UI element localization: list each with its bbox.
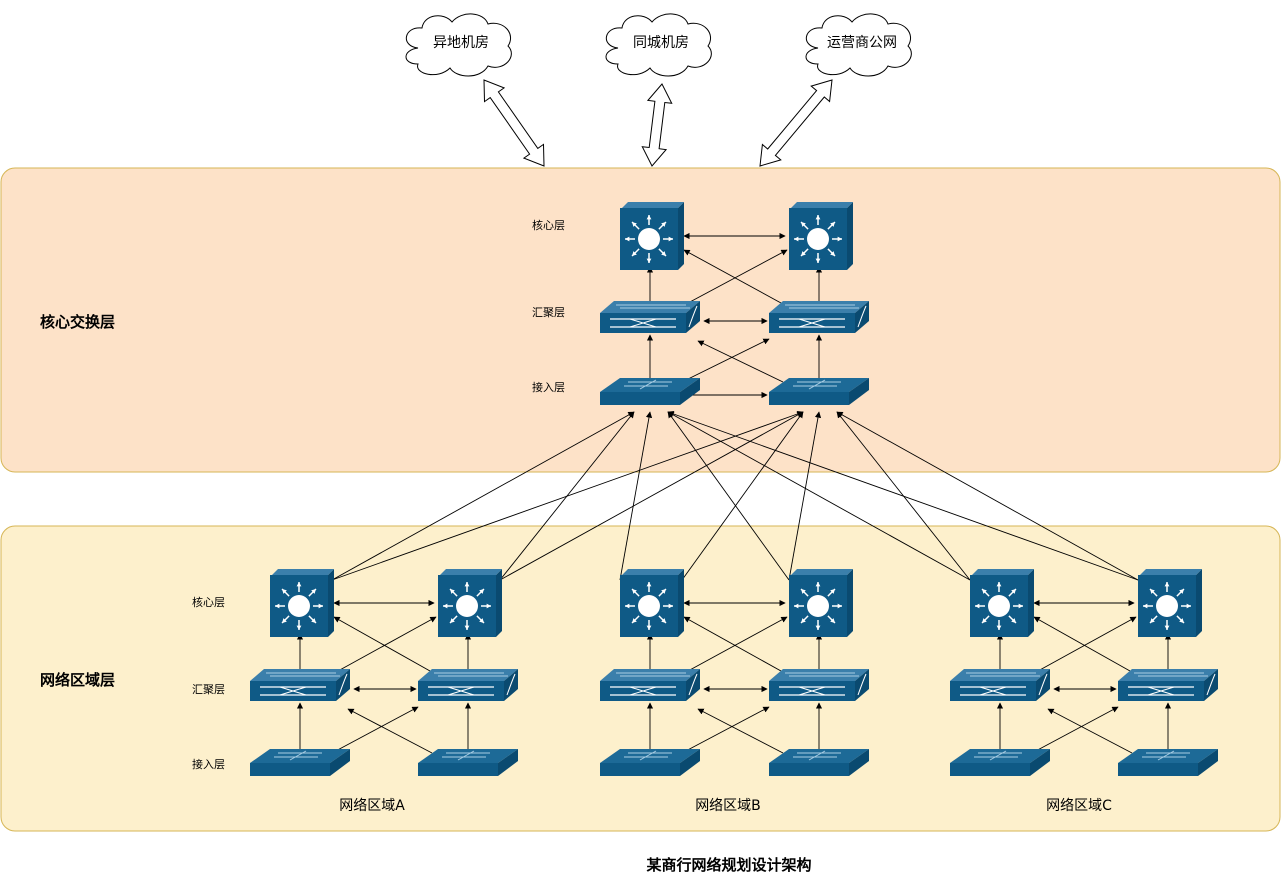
connection-line	[333, 616, 431, 672]
connection-line	[337, 616, 437, 672]
uplink-line	[667, 411, 971, 581]
uplink-line	[499, 411, 804, 581]
connection-line	[681, 338, 770, 383]
area-band-label: 网络区域层	[40, 671, 115, 689]
cloud-same-city-datacenter: 同城机房	[605, 13, 712, 77]
core-band-label: 核心交换层	[40, 313, 115, 331]
connection-line	[683, 616, 782, 672]
layer3-switch-icon	[789, 202, 853, 270]
tier-label-access: 接入层	[532, 381, 565, 394]
cloud-label: 运营商公网	[827, 35, 897, 51]
aggregation-switch-icon	[418, 669, 518, 701]
cloud-label: 异地机房	[433, 35, 489, 51]
cloud-remote-datacenter: 异地机房	[405, 13, 512, 77]
connection-line	[1037, 616, 1137, 672]
aggregation-switch-icon	[250, 669, 350, 701]
tier-label-aggregation: 汇聚层	[532, 306, 565, 319]
uplink-arrows	[483, 79, 833, 167]
aggregation-switch-icon	[600, 669, 700, 701]
layer3-switch-icon	[620, 569, 684, 637]
layer3-switch-icon	[438, 569, 502, 637]
tier-label-core: 核心层	[192, 595, 225, 609]
aggregation-switch-icon	[1118, 669, 1218, 701]
connection-line	[697, 340, 784, 383]
aggregation-switch-icon	[950, 669, 1050, 701]
connections	[296, 232, 1172, 754]
connection-line	[347, 708, 433, 754]
uplink-line	[681, 411, 804, 581]
double-arrow-icon	[759, 79, 833, 167]
connection-line	[687, 249, 788, 304]
connection-line	[331, 706, 419, 754]
uplink-line	[836, 411, 1139, 581]
cloud-label: 同城机房	[633, 35, 689, 51]
layer3-switch-icon	[270, 569, 334, 637]
double-arrow-icon	[483, 79, 545, 167]
aggregation-switch-icon	[769, 301, 869, 333]
access-switch-icon	[769, 378, 869, 405]
access-switch-icon	[250, 749, 350, 776]
uplink-line	[788, 411, 822, 581]
layer3-switch-icon	[1138, 569, 1202, 637]
cloud-icon	[405, 13, 512, 77]
connection-line	[1047, 708, 1133, 754]
layer3-switch-icon	[970, 569, 1034, 637]
area-label-b: 网络区域B	[695, 798, 761, 814]
aggregation-switch-icon	[769, 669, 869, 701]
cloud-icon	[605, 13, 712, 77]
connection-line	[683, 249, 782, 304]
cloud-carrier-internet: 运营商公网	[805, 13, 912, 77]
access-switch-icon	[418, 749, 518, 776]
connection-line	[681, 706, 770, 754]
access-switch-icon	[1118, 749, 1218, 776]
uplink-line	[499, 411, 635, 581]
area-label-a: 网络区域A	[339, 798, 405, 814]
tier-label-core: 核心层	[532, 218, 565, 232]
connection-line	[1031, 706, 1119, 754]
connection-line	[697, 708, 784, 754]
access-switch-icon	[600, 749, 700, 776]
uplink-line	[667, 411, 790, 581]
tier-label-aggregation: 汇聚层	[192, 683, 225, 696]
connection-line	[1033, 616, 1131, 672]
layer3-switch-icon	[789, 569, 853, 637]
tier-label-access: 接入层	[192, 758, 225, 771]
diagram-title: 某商行网络规划设计架构	[646, 856, 811, 874]
aggregation-switch-icon	[600, 301, 700, 333]
access-switch-icon	[950, 749, 1050, 776]
area-label-c: 网络区域C	[1046, 798, 1112, 814]
double-arrow-icon	[641, 83, 673, 167]
uplink-line	[331, 411, 635, 581]
access-switch-icon	[600, 378, 700, 405]
uplink-line	[619, 411, 653, 581]
cloud-icon	[805, 13, 912, 77]
uplink-line	[667, 410, 1139, 581]
layer3-switch-icon	[620, 202, 684, 270]
devices	[250, 202, 1218, 776]
connection-line	[687, 616, 788, 672]
access-switch-icon	[769, 749, 869, 776]
